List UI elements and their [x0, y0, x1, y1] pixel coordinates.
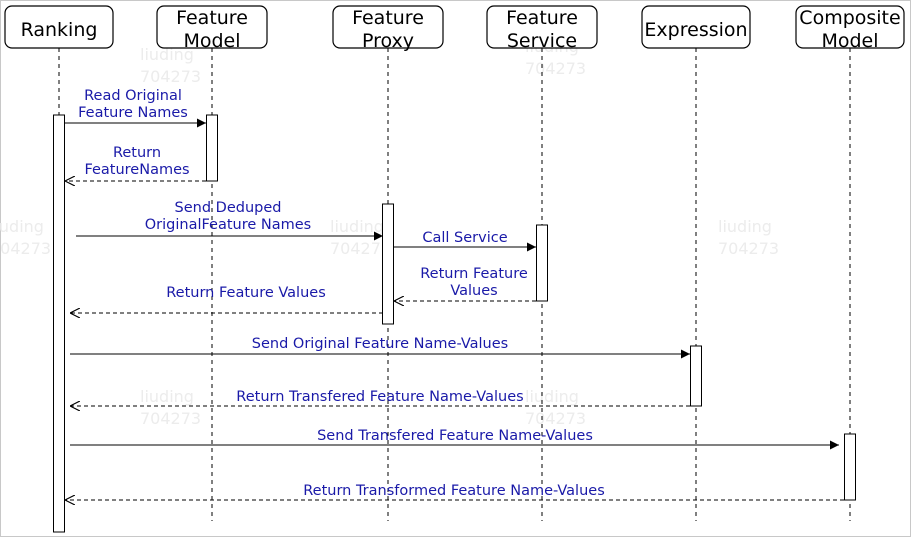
watermark-name: liuding	[0, 217, 44, 236]
activation-bar-feature-service	[536, 224, 548, 302]
activation-bar-expression	[690, 345, 702, 407]
participant-label-composite-model: Composite	[799, 7, 900, 29]
message-label: FeatureNames	[84, 162, 189, 178]
watermark-id: 704273	[525, 409, 586, 428]
participant-headers-layer: RankingFeatureModelFeatureProxyFeatureSe…	[4, 5, 905, 52]
participant-label-feature-service: Service	[507, 30, 577, 52]
message-label: Send Original Feature Name-Values	[252, 336, 508, 352]
participant-label-feature-service: Feature	[506, 7, 578, 29]
watermark-name: liuding	[140, 45, 194, 64]
participant-label-feature-proxy: Feature	[352, 7, 424, 29]
watermark-id: 704273	[330, 239, 391, 258]
watermark-id: 704273	[140, 67, 201, 86]
participant-box-feature-proxy	[332, 5, 444, 49]
message-label: Send Transfered Feature Name-Values	[317, 428, 593, 444]
participant-box-ranking	[4, 5, 114, 49]
message-label: Return Feature	[420, 266, 528, 282]
activations-layer	[53, 114, 856, 533]
participant-box-composite-model	[795, 5, 905, 49]
message-label: Return Feature Values	[166, 285, 326, 301]
participant-box-feature-service	[486, 5, 598, 49]
watermark-name: liuding	[525, 387, 579, 406]
watermark-layer: liuding 704273 liuding 704273 liuding 704273 l…	[0, 37, 779, 428]
message-label: Return Transformed Feature Name-Values	[303, 483, 605, 499]
message-label: Send Deduped	[175, 200, 282, 216]
watermark-id: 704273	[525, 59, 586, 78]
messages-layer: Read OriginalFeature NamesReturnFeatureN…	[65, 88, 844, 500]
activation-bar-feature-model	[206, 114, 218, 182]
activation-bar-feature-proxy	[382, 203, 394, 325]
watermark-id: 704273	[0, 239, 51, 258]
participant-label-composite-model: Model	[821, 30, 878, 52]
watermark-name: liuding	[718, 217, 772, 236]
participant-label-expression: Expression	[644, 19, 747, 41]
participant-label-feature-proxy: Proxy	[362, 30, 414, 52]
participant-label-feature-model: Feature	[176, 7, 248, 29]
message-label: Return	[113, 145, 161, 161]
watermark-id: 704273	[140, 409, 201, 428]
activation-bar-ranking	[53, 114, 65, 533]
watermark-name: liuding	[330, 217, 384, 236]
participant-label-feature-model: Model	[183, 30, 240, 52]
message-label: Feature Names	[78, 105, 188, 121]
message-label: Return Transfered Feature Name-Values	[236, 389, 523, 405]
message-label: Call Service	[422, 230, 507, 246]
watermark-name: liuding	[140, 387, 194, 406]
message-label: Read Original	[84, 88, 182, 104]
message-label: OriginalFeature Names	[145, 217, 311, 233]
participant-box-feature-model	[156, 5, 268, 49]
activation-bar-composite-model	[844, 433, 856, 501]
participant-label-ranking: Ranking	[21, 19, 98, 41]
watermark-id: 704273	[718, 239, 779, 258]
participant-box-expression	[641, 5, 751, 49]
message-label: Values	[450, 283, 497, 299]
